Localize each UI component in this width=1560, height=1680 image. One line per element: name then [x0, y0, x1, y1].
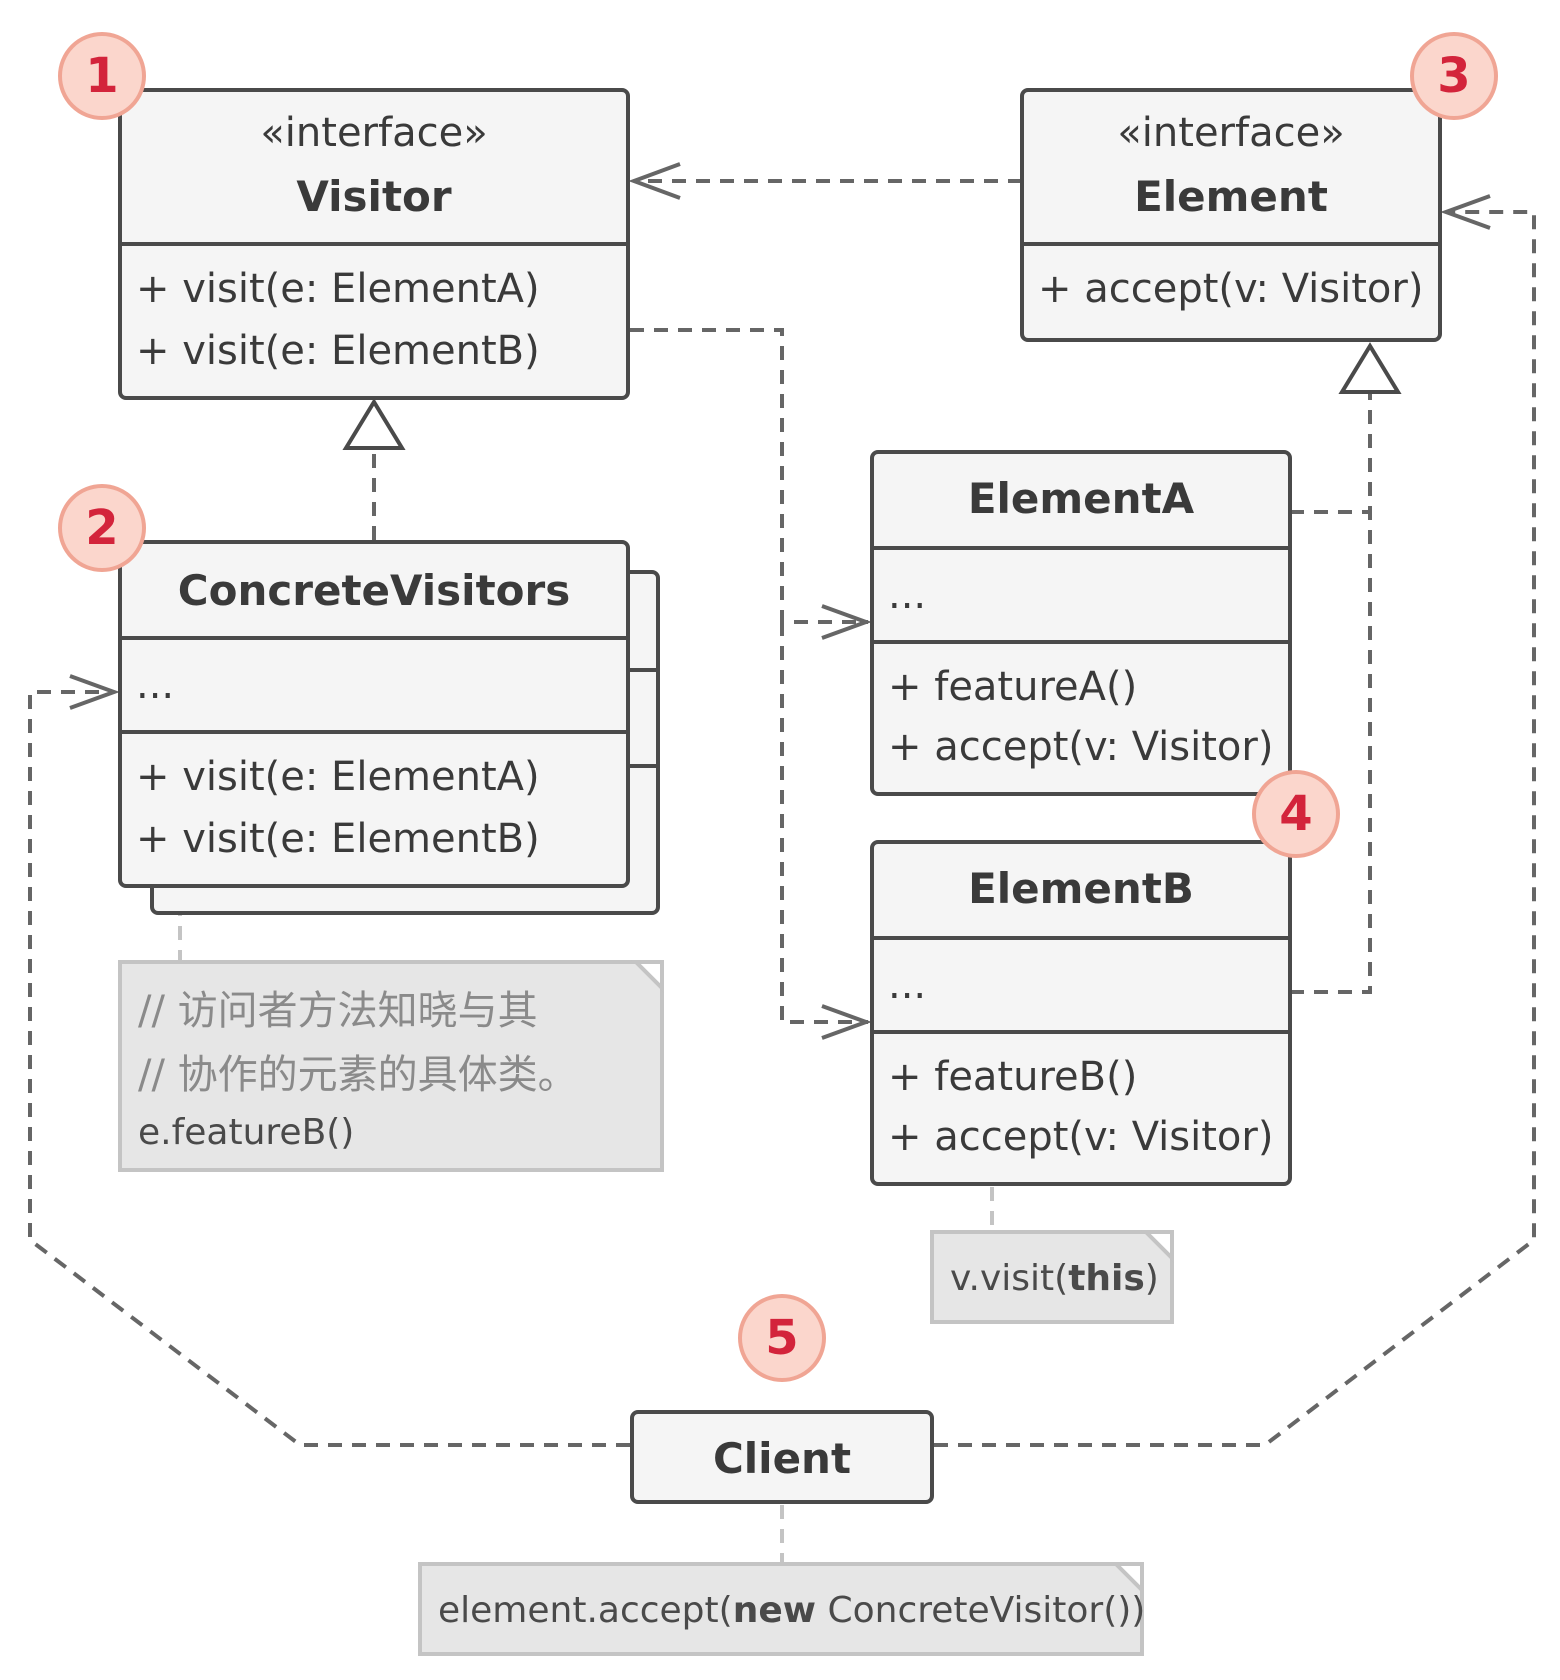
elementa-fields: ... — [888, 572, 927, 618]
triangle-element — [1338, 342, 1402, 394]
elementb-class-name: ElementB — [968, 864, 1194, 913]
concretevisitors-separator — [122, 636, 626, 640]
elementb-class-box[interactable]: ElementB ... + featureB() + accept(v: Vi… — [870, 840, 1292, 1186]
step-badge-2: 2 — [58, 484, 146, 572]
element-separator — [1024, 242, 1438, 246]
step-badge-1: 1 — [58, 32, 146, 120]
stack-layer-divider — [630, 764, 660, 768]
note-code-suffix: ConcreteVisitor()) — [816, 1590, 1146, 1631]
client-class-name: Client — [712, 1434, 852, 1483]
visitor-method: + visit(e: ElementA) — [136, 266, 540, 312]
element-class-name: Element — [1134, 172, 1328, 221]
element-method: + accept(v: Visitor) — [1038, 266, 1424, 312]
concretevisitors-fields: ... — [136, 662, 175, 708]
concretevisitors-class-name: ConcreteVisitors — [177, 566, 571, 615]
visitor-interface-box[interactable]: «interface» Visitor + visit(e: ElementA)… — [118, 88, 630, 400]
note-code-prefix: v.visit( — [950, 1258, 1069, 1299]
concretevisitors-note: // 访问者方法知晓与其 // 协作的元素的具体类。 e.featureB() — [118, 960, 664, 1172]
elementa-method: + accept(v: Visitor) — [888, 724, 1274, 770]
concretevisitors-method: + visit(e: ElementA) — [136, 754, 540, 800]
elementa-separator — [874, 640, 1288, 644]
step-badge-4: 4 — [1252, 770, 1340, 858]
concretevisitors-method: + visit(e: ElementB) — [136, 816, 540, 862]
note-comment-line: // 协作的元素的具体类。 — [138, 1052, 578, 1098]
step-badge-3: 3 — [1410, 32, 1498, 120]
elementa-separator — [874, 546, 1288, 550]
visitor-class-name: Visitor — [296, 172, 452, 221]
visitor-separator — [122, 242, 626, 246]
note-code-keyword: this — [1068, 1258, 1145, 1299]
client-class-box[interactable]: Client — [630, 1410, 934, 1504]
concretevisitors-class-box[interactable]: ConcreteVisitors ... + visit(e: ElementA… — [118, 540, 630, 888]
note-fold — [1111, 1562, 1144, 1595]
elementb-separator — [874, 936, 1288, 940]
dependency-visitor-to-elementa — [630, 328, 868, 624]
visitor-method: + visit(e: ElementB) — [136, 328, 540, 374]
dependency-visitor-to-elementb — [780, 622, 868, 1024]
dependency-client-to-element — [934, 210, 1536, 1447]
client-note: element.accept(new ConcreteVisitor()) — [418, 1562, 1145, 1656]
stack-layer-divider — [630, 668, 660, 672]
triangle-visitor — [342, 398, 406, 450]
note-code-prefix: element.accept( — [438, 1590, 733, 1631]
arrowhead-elementb — [821, 1004, 872, 1040]
note-fold — [1141, 1230, 1174, 1263]
elementb-note: v.visit(this) — [930, 1230, 1174, 1324]
concretevisitors-separator — [122, 730, 626, 734]
note-code-line: e.featureB() — [138, 1112, 355, 1153]
elementb-method: + accept(v: Visitor) — [888, 1114, 1274, 1160]
note-code-line: element.accept(new ConcreteVisitor()) — [438, 1590, 1145, 1631]
arrowhead-elementa — [821, 604, 872, 640]
elementa-class-box[interactable]: ElementA ... + featureA() + accept(v: Vi… — [870, 450, 1292, 796]
elementb-fields: ... — [888, 962, 927, 1008]
realization-elementb-to-element — [1290, 512, 1372, 994]
element-interface-box[interactable]: «interface» Element + accept(v: Visitor) — [1020, 88, 1442, 342]
elementb-method: + featureB() — [888, 1054, 1138, 1100]
note-code-suffix: ) — [1144, 1258, 1159, 1299]
step-badge-5: 5 — [738, 1294, 826, 1382]
elementa-class-name: ElementA — [967, 474, 1195, 523]
note-code-keyword: new — [732, 1590, 817, 1631]
arrowhead-element — [1440, 194, 1491, 230]
arrowhead-concretevisitors — [69, 674, 120, 710]
visitor-stereotype: «interface» — [260, 110, 488, 156]
note-code-line: v.visit(this) — [950, 1258, 1159, 1299]
elementb-separator — [874, 1030, 1288, 1034]
arrowhead-visitor — [628, 162, 681, 200]
note-fold — [631, 960, 664, 993]
elementa-method: + featureA() — [888, 664, 1138, 710]
dependency-client-to-concretevisitors — [28, 690, 630, 1447]
note-comment-line: // 访问者方法知晓与其 — [138, 988, 538, 1034]
element-stereotype: «interface» — [1117, 110, 1345, 156]
